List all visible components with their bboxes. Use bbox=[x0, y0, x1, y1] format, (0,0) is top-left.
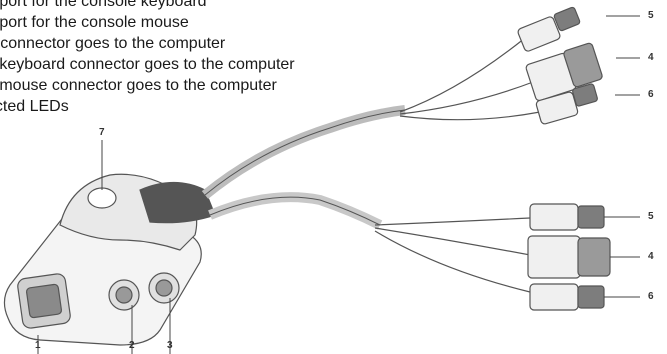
callout-3: 3 bbox=[167, 340, 173, 351]
lower-ps2-mouse-connector bbox=[530, 284, 604, 310]
led bbox=[88, 188, 116, 208]
callout-upper-5: 5 bbox=[648, 10, 654, 21]
callout-upper-4: 4 bbox=[648, 52, 654, 63]
callout-upper-6: 6 bbox=[648, 89, 654, 100]
cable-bundle-upper bbox=[205, 110, 405, 195]
callout-lower-5: 5 bbox=[648, 211, 654, 222]
callout-lower-4: 4 bbox=[648, 251, 654, 262]
cable-bundle-lower bbox=[210, 197, 380, 225]
callout-7: 7 bbox=[99, 127, 105, 138]
upper-ps2-keyboard-connector bbox=[517, 7, 581, 53]
legend-item: 2 mouse connector goes to the computer bbox=[0, 75, 295, 96]
legend-item: 2 port for the console mouse bbox=[0, 12, 295, 33]
legend-item: 2 keyboard connector goes to the compute… bbox=[0, 54, 295, 75]
lower-vga-connector bbox=[528, 236, 610, 278]
callout-lower-6: 6 bbox=[648, 291, 654, 302]
legend-item: A connector goes to the computer bbox=[0, 33, 295, 54]
legend-item: 2 port for the console keyboard bbox=[0, 0, 295, 12]
lower-ps2-keyboard-connector bbox=[530, 204, 604, 230]
legend-list: 2 port for the console keyboard 2 port f… bbox=[0, 0, 295, 117]
legend-item: ected LEDs bbox=[0, 96, 295, 117]
callout-1: 1 bbox=[35, 340, 41, 351]
callout-2: 2 bbox=[129, 340, 135, 351]
